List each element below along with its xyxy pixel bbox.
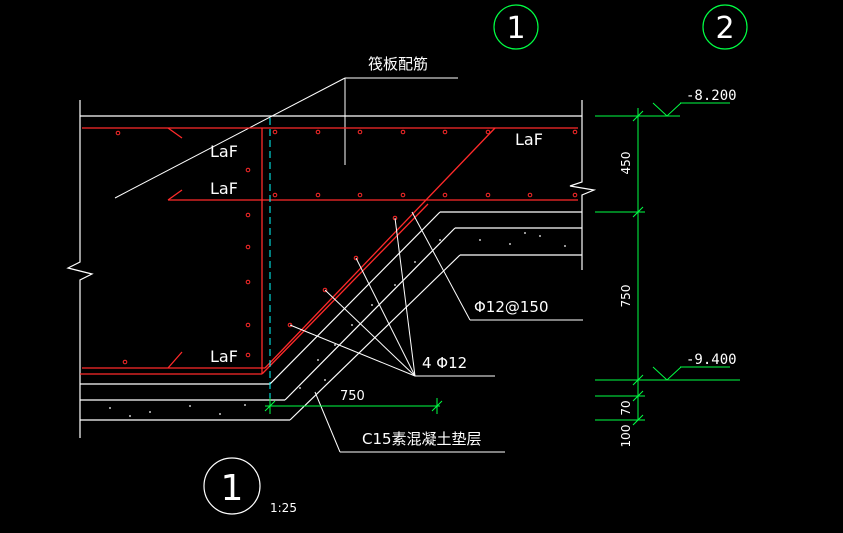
raft-rebar-leader — [114, 77, 458, 199]
dim-horizontal-750 — [264, 398, 443, 414]
laf-label-2: LaF — [515, 130, 543, 149]
axis-bubble-1: 1 — [493, 4, 539, 50]
elevation-bottom: -9.400 — [686, 352, 737, 368]
rebar-lines — [80, 127, 578, 375]
concrete-outline — [66, 100, 597, 438]
rebar-dots — [115, 129, 578, 365]
detail-number: 1 — [221, 468, 244, 509]
laf-label-4: LaF — [210, 347, 238, 366]
axis-bubble-2-label: 2 — [715, 11, 734, 46]
dim-750-label: 750 — [340, 389, 365, 404]
dim-vertical — [595, 102, 740, 426]
raft-rebar-label: 筏板配筋 — [368, 55, 428, 73]
bar-spec-leaders — [289, 211, 583, 377]
bar-spec-label: 4 Φ12 — [422, 354, 467, 372]
laf-label-1: LaF — [210, 142, 238, 161]
detail-callout: 1 1:25 — [203, 457, 297, 515]
dim-100: 100 — [619, 425, 633, 448]
laf-label-3: LaF — [210, 179, 238, 198]
cushion-hatch — [109, 232, 566, 417]
axis-bubble-2: 2 — [702, 4, 748, 50]
axis-bubble-1-label: 1 — [506, 11, 525, 46]
cushion-leader — [314, 391, 505, 453]
dim-750-vertical: 750 — [619, 285, 633, 308]
dim-70: 70 — [619, 400, 633, 415]
detail-scale: 1:25 — [270, 501, 297, 515]
stirrup-spec-label: Φ12@150 — [474, 298, 549, 316]
elevation-top: -8.200 — [686, 88, 737, 104]
dim-450: 450 — [619, 152, 633, 175]
cushion-label: C15素混凝土垫层 — [362, 430, 482, 448]
